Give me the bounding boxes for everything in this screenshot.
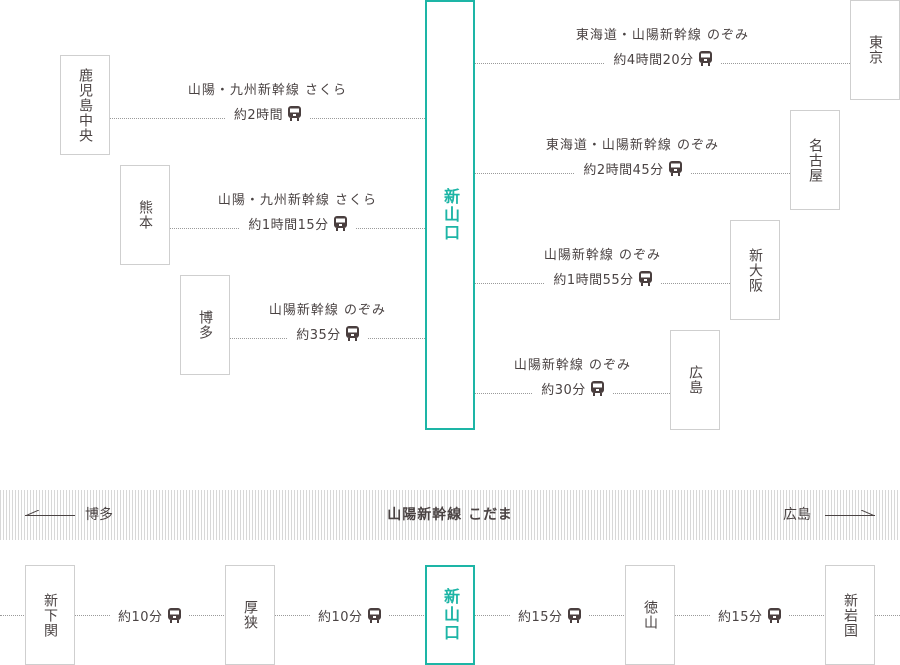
kodama-station-asa: 厚狭 (225, 565, 275, 665)
station-box-kagoshima-chuo: 鹿児島中央 (60, 55, 110, 155)
line-name: 山陽新幹線 のぞみ (513, 358, 632, 373)
train-front-icon (288, 105, 302, 121)
station-box-hakata: 博多 (180, 275, 230, 375)
train-front-icon (333, 215, 347, 231)
travel-time: 約30分 (533, 377, 612, 399)
line-name: 東海道・山陽新幹線 のぞみ (545, 138, 720, 153)
kodama-station-shin-iwakuni: 新岩国 (825, 565, 875, 665)
time-text: 約10分 (118, 609, 163, 625)
kodama-title-text: 山陽新幹線 こだま (387, 507, 513, 523)
line-name: 山陽・九州新幹線 さくら (217, 193, 378, 208)
station-name: 東京 (867, 35, 883, 65)
kodama-station-tokuyama: 徳山 (625, 565, 675, 665)
time-text: 約15分 (518, 609, 563, 625)
line-name: 東海道・山陽新幹線 のぞみ (575, 28, 750, 43)
station-name: 徳山 (642, 600, 658, 630)
station-name: 名古屋 (807, 137, 823, 183)
time-text: 約1時間15分 (248, 217, 329, 233)
time-text: 約30分 (541, 382, 586, 398)
station-name: 博多 (197, 310, 213, 340)
time-text: 約35分 (296, 327, 341, 343)
train-front-icon (345, 325, 359, 341)
train-front-icon (767, 607, 781, 623)
route-info-nagoya: 東海道・山陽新幹線 のぞみ 約2時間45分 (475, 135, 790, 179)
train-front-icon (590, 380, 604, 396)
train-front-icon (567, 607, 581, 623)
station-name: 熊本 (137, 200, 153, 230)
train-front-icon (167, 607, 181, 623)
travel-time: 約2時間45分 (575, 157, 690, 179)
station-box-hiroshima: 広島 (670, 330, 720, 430)
route-info-kumamoto: 山陽・九州新幹線 さくら 約1時間15分 (170, 190, 425, 234)
travel-time: 約4時間20分 (605, 47, 720, 69)
line-name: 山陽新幹線 のぞみ (543, 248, 662, 263)
kodama-station-shin-yamaguchi: 新山口 (425, 565, 475, 665)
line-name: 山陽新幹線 のぞみ (268, 303, 387, 318)
travel-time: 約35分 (288, 322, 367, 344)
station-name: 新岩国 (842, 592, 858, 638)
station-name: 鹿児島中央 (77, 67, 93, 143)
kodama-west-label: 博多 (85, 507, 113, 523)
train-front-icon (367, 607, 381, 623)
kodama-travel-time: 約15分 (510, 604, 589, 626)
train-front-icon (698, 50, 712, 66)
route-info-hiroshima: 山陽新幹線 のぞみ 約30分 (475, 355, 670, 399)
time-text: 約2時間45分 (583, 162, 664, 178)
kodama-travel-time: 約15分 (710, 604, 789, 626)
station-box-kumamoto: 熊本 (120, 165, 170, 265)
hub-station-box: 新山口 (425, 0, 475, 430)
travel-time: 約1時間15分 (240, 212, 355, 234)
hub-station-name: 新山口 (441, 188, 460, 242)
kodama-travel-time: 約10分 (310, 604, 389, 626)
route-info-hakata: 山陽新幹線 のぞみ 約35分 (230, 300, 425, 344)
time-text: 約15分 (718, 609, 763, 625)
station-box-tokyo: 東京 (850, 0, 900, 100)
travel-time: 約2時間 (225, 102, 310, 124)
station-name: 広島 (687, 365, 703, 395)
station-box-nagoya: 名古屋 (790, 110, 840, 210)
travel-time: 約1時間55分 (545, 267, 660, 289)
station-name: 厚狭 (242, 600, 258, 630)
kodama-travel-time: 約10分 (110, 604, 189, 626)
kodama-header-band: 博多 山陽新幹線 こだま 広島 (0, 490, 900, 540)
kodama-title: 山陽新幹線 こだま (0, 490, 900, 540)
station-name: 新大阪 (747, 247, 763, 293)
arrow-left-icon (25, 510, 75, 516)
station-name: 新下関 (42, 592, 58, 638)
time-text: 約2時間 (233, 107, 284, 123)
time-text: 約10分 (318, 609, 363, 625)
train-front-icon (638, 270, 652, 286)
time-text: 約1時間55分 (553, 272, 634, 288)
route-info-tokyo: 東海道・山陽新幹線 のぞみ 約4時間20分 (475, 25, 850, 69)
line-name: 山陽・九州新幹線 さくら (187, 83, 348, 98)
arrow-right-icon (825, 510, 875, 516)
train-front-icon (668, 160, 682, 176)
time-text: 約4時間20分 (613, 52, 694, 68)
station-name: 新山口 (441, 588, 460, 642)
kodama-east-label: 広島 (783, 507, 811, 523)
route-info-shin-osaka: 山陽新幹線 のぞみ 約1時間55分 (475, 245, 730, 289)
route-info-kagoshima: 山陽・九州新幹線 さくら 約2時間 (110, 80, 425, 124)
kodama-station-shin-shimonoseki: 新下関 (25, 565, 75, 665)
station-box-shin-osaka: 新大阪 (730, 220, 780, 320)
